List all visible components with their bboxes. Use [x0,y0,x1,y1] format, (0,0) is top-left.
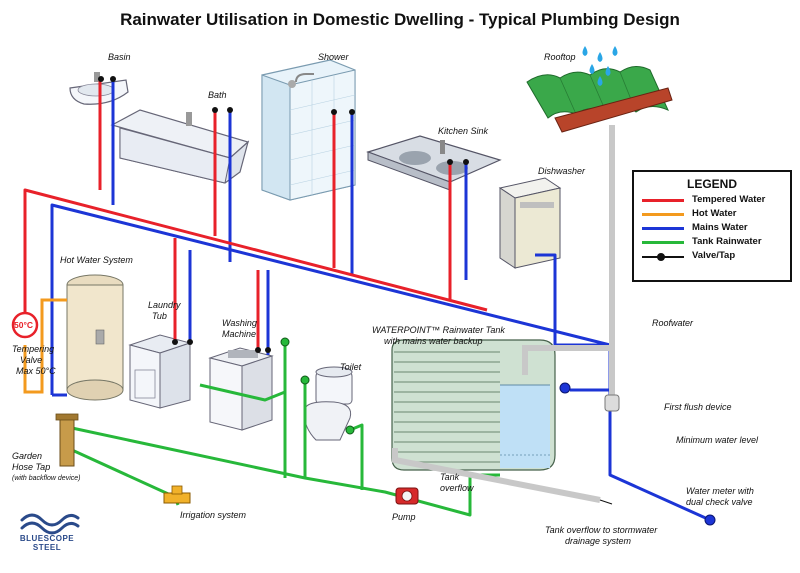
label-kitchen-sink: Kitchen Sink [438,126,489,136]
label-toilet: Toilet [340,362,362,372]
valve-icon [98,76,104,82]
rainwater-tank [391,339,556,471]
valve-icon [255,347,261,353]
hot-water-pipe [23,298,67,394]
toilet [303,366,353,441]
logo-line-2: STEEL [32,543,62,552]
valve-icon [172,339,178,345]
laundry-tub [128,334,192,409]
page-title: Rainwater Utilisation in Domestic Dwelli… [120,10,680,29]
label-basin: Basin [108,52,131,62]
tempered-water-pipes [23,79,488,350]
legend-swatch [642,199,684,202]
valve-icon [187,339,193,345]
legend-label: Valve/Tap [692,250,736,261]
label-tempering-valve-3: Max 50°C [16,366,56,376]
label-irrigation: Irrigation system [180,510,247,520]
label-washing-machine-1: Washing [222,318,257,328]
label-stormwater-2: drainage system [565,536,632,546]
label-laundry-tub-2: Tub [152,311,167,321]
overflow-arrow-icon [599,499,613,505]
legend-item-hot-water: Hot Water [634,207,790,221]
legend-heading: LEGEND [686,177,737,191]
label-garden-tap-3: (with backflow device) [12,475,81,482]
valve-icon [300,375,310,385]
hot-water-system [66,274,124,401]
legend-label: Hot Water [692,208,737,219]
label-garden-tap-1: Garden [12,451,43,461]
label-bath: Bath [208,90,227,100]
valve-icon [349,109,355,115]
irrigation-fitting [163,485,191,504]
valve-icon [463,159,469,165]
bluescope-logo: BLUESCOPE STEEL [8,534,86,552]
label-water-meter-2: dual check valve [686,497,753,507]
label-minimum-water-level: Minimum water level [676,435,759,445]
legend: LEGEND Tempered Water Hot Water Mains Wa… [632,170,792,282]
label-stormwater-1: Tank overflow to stormwater [545,525,658,535]
label-garden-tap-2: Hose Tap [12,462,51,472]
valve-icon [212,107,218,113]
valve-icon [657,253,665,261]
dishwasher [498,177,562,269]
label-tempering-valve-1: Tempering [12,344,55,354]
valve-icon [345,425,355,435]
label-tank-overflow-2: overflow [440,483,474,493]
label-first-flush: First flush device [664,402,732,412]
label-dishwasher: Dishwasher [538,166,586,176]
label-laundry-tub-1: Laundry [148,300,181,310]
legend-swatch [642,213,684,216]
garden-tap [55,413,79,467]
legend-item-valve-tap: Valve/Tap [634,249,790,263]
label-washing-machine-2: Machine [222,329,257,339]
label-rooftop: Rooftop [544,52,576,62]
legend-label: Tempered Water [692,194,766,205]
valve-markers [98,76,716,526]
legend-label: Mains Water [692,222,748,233]
legend-item-tank-rainwater: Tank Rainwater [634,235,790,249]
roofwater-downpipe [522,125,615,400]
legend-swatch [642,227,684,230]
label-tank-overflow-1: Tank [440,472,460,482]
kitchen-sink [366,135,502,191]
valve-icon [227,107,233,113]
label-temp-badge: 50°C [14,320,33,330]
logo-line-1: BLUESCOPE [19,534,75,543]
label-water-meter-1: Water meter with [686,486,754,496]
rooftop [526,46,673,133]
valve-icon [559,382,571,394]
bath [110,109,250,184]
label-shower: Shower [318,52,349,62]
pump [395,487,419,505]
label-tank-title-1: WATERPOINT™ Rainwater Tank [372,325,505,335]
label-tempering-valve-2: Valve [20,355,43,365]
valve-icon [704,514,716,526]
first-flush-device [604,394,620,412]
valve-icon [265,347,271,353]
tank-overflow-pipe [392,448,601,503]
label-hot-water-system: Hot Water System [60,255,133,265]
valve-icon [331,109,337,115]
tempering-valve-badge [11,311,39,339]
legend-item-mains-water: Mains Water [634,221,790,235]
valve-icon [280,337,290,347]
legend-label: Tank Rainwater [692,236,762,247]
legend-item-tempered-water: Tempered Water [634,193,790,207]
label-tank-title-2: with mains water backup [384,336,483,346]
bluescope-logo-icon [20,513,80,535]
legend-swatch [642,241,684,244]
label-roofwater: Roofwater [652,318,694,328]
valve-icon [447,159,453,165]
valve-icon [110,76,116,82]
label-pump: Pump [392,512,416,522]
shower-enclosure [261,59,356,201]
